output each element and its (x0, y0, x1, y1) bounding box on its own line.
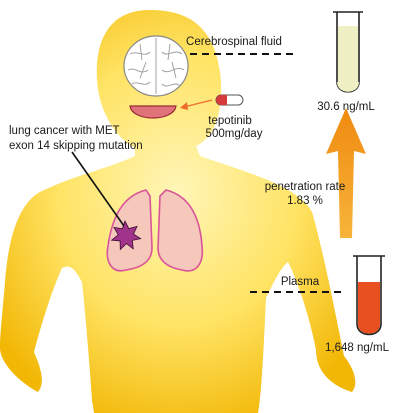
tumor-label-line1: lung cancer with MET (9, 125, 120, 137)
drug-dose: 500mg/day (206, 128, 263, 140)
plasma-label: Plasma (281, 276, 320, 288)
plasma-tube-icon (353, 255, 385, 336)
pill-to-mouth-arrow (183, 99, 213, 108)
csf-label: Cerebrospinal fluid (186, 36, 282, 48)
tumor-icon (110, 219, 142, 251)
lung-left (157, 189, 204, 272)
penetration-arrow (326, 108, 366, 238)
tumor-pointer-line (71, 151, 125, 227)
pill-icon (215, 94, 244, 106)
plasma-concentration: 1,648 ng/mL (325, 342, 390, 354)
tumor-label-line2: exon 14 skipping mutation (9, 140, 143, 152)
penetration-label-line1: penetration rate (265, 181, 346, 193)
penetration-label-line2: 1.83 % (287, 195, 323, 207)
brain-icon (123, 35, 189, 97)
mouth-icon (129, 105, 177, 119)
csf-concentration: 30.6 ng/mL (317, 101, 375, 113)
csf-tube-icon (333, 11, 363, 93)
drug-name: tepotinib (208, 115, 251, 127)
